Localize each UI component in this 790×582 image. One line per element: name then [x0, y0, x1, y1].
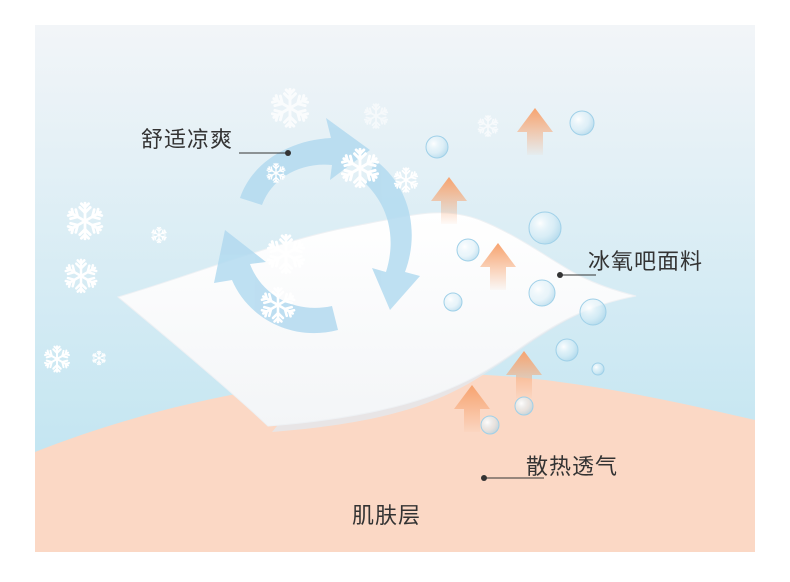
up-arrow-icon — [480, 243, 516, 290]
bubble-icon — [591, 362, 605, 376]
label-breathable: 散热透气 — [526, 455, 619, 480]
bubble-icon — [569, 110, 595, 136]
up-arrows — [431, 108, 553, 432]
up-arrow-icon — [517, 108, 553, 155]
up-arrow-icon — [431, 177, 467, 224]
bubble-icon — [443, 292, 463, 312]
cycle-arrows-icon — [214, 118, 420, 334]
label-skin-layer: 肌肤层 — [352, 504, 422, 529]
bubble-icon — [579, 298, 607, 326]
leader-lines — [239, 150, 596, 481]
bubble-icon — [425, 135, 449, 159]
bubbles — [425, 110, 607, 435]
label-fabric: 冰氧吧面料 — [588, 250, 704, 275]
bubble-icon — [456, 238, 480, 262]
bubble-icon — [555, 338, 579, 362]
bubble-icon — [528, 279, 556, 307]
up-arrow-icon — [454, 385, 490, 432]
up-arrow-icon — [506, 351, 542, 398]
bubble-icon — [480, 415, 500, 435]
skin-layer — [35, 373, 755, 552]
bubble-icon — [514, 396, 534, 416]
label-cooling: 舒适凉爽 — [141, 128, 234, 153]
bubble-icon — [528, 211, 562, 245]
